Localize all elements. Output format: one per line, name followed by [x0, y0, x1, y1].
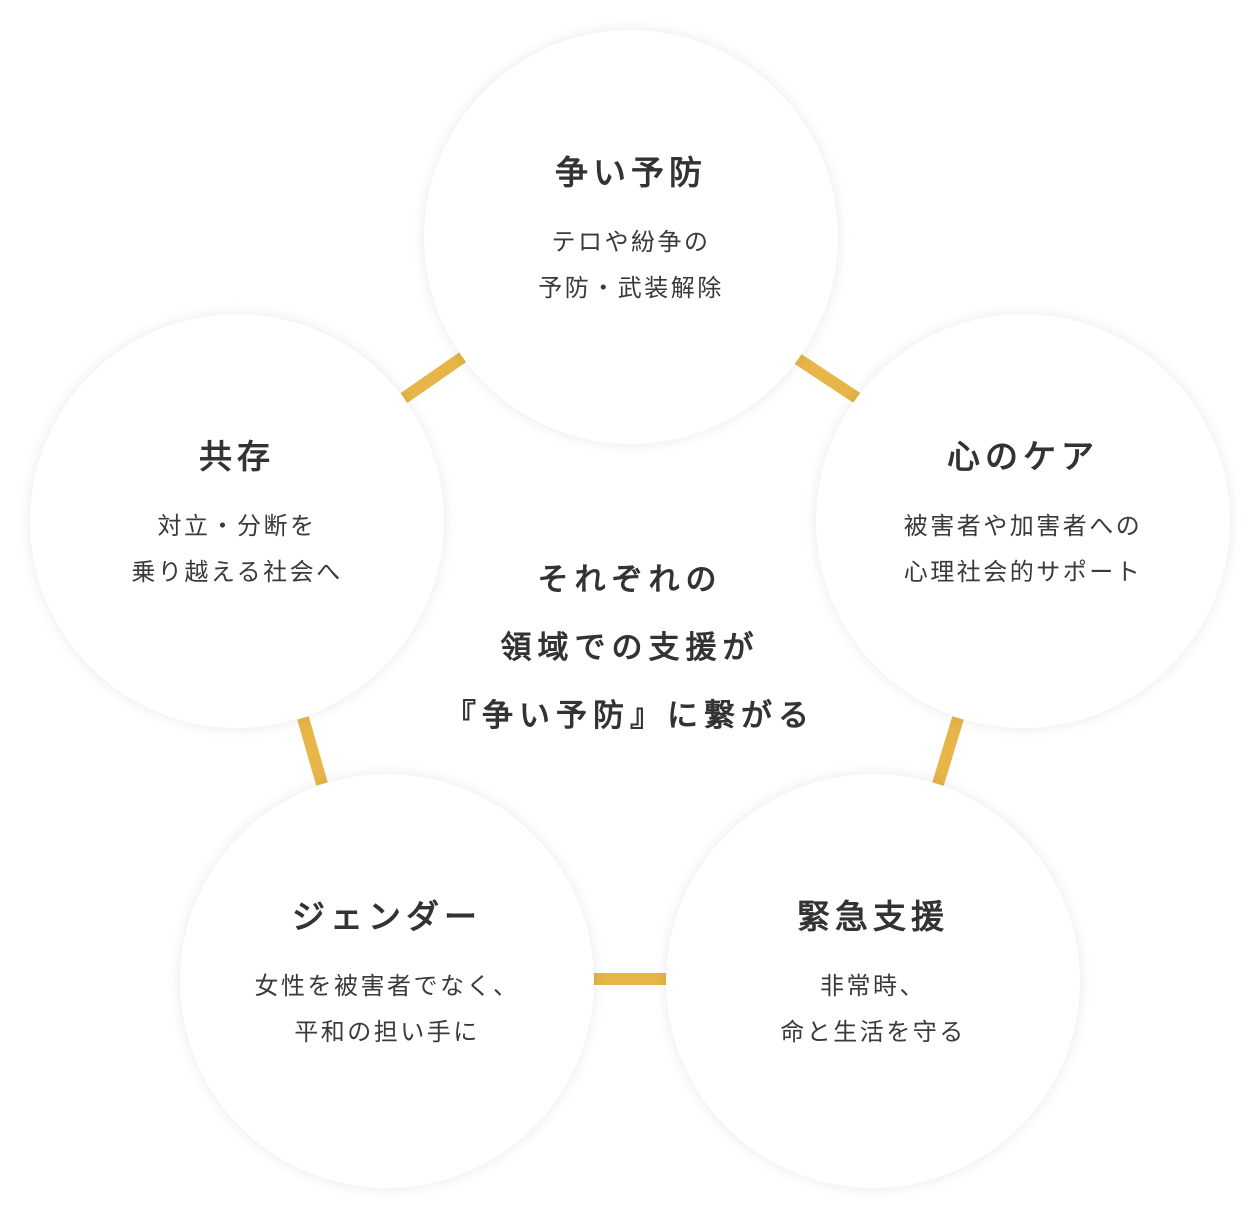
node-coexistence: 共存 対立・分断を 乗り越える社会へ — [30, 314, 444, 728]
node-title: ジェンダー — [292, 897, 482, 937]
node-prevention: 争い予防 テロや紛争の 予防・武装解除 — [424, 30, 838, 444]
center-message-line: 『争い予防』に繋がる — [445, 698, 815, 734]
node-description-line: 平和の担い手に — [294, 1017, 480, 1046]
node-description-line: 対立・分断を — [157, 511, 317, 540]
node-description: テロや紛争の 予防・武装解除 — [538, 219, 724, 311]
node-emergency: 緊急支援 非常時、 命と生活を守る — [666, 774, 1080, 1188]
connector-prevention-coexistence — [400, 352, 467, 403]
node-title: 心のケア — [947, 437, 1099, 477]
node-description-line: 非常時、 — [820, 971, 926, 1000]
node-description-line: 女性を被害者でなく、 — [254, 971, 520, 1000]
node-description-line: 予防・武装解除 — [538, 273, 724, 302]
center-message-line: 領域での支援が — [500, 630, 760, 666]
node-description-line: テロや紛争の — [551, 227, 711, 256]
node-title: 共存 — [199, 437, 275, 477]
node-description-line: 心理社会的サポート — [903, 557, 1143, 586]
node-description-line: 命と生活を守る — [780, 1017, 966, 1046]
node-description: 非常時、 命と生活を守る — [780, 963, 966, 1055]
node-gender: ジェンダー 女性を被害者でなく、 平和の担い手に — [180, 774, 594, 1188]
connector-mental-care-emergency — [932, 716, 964, 786]
node-description: 対立・分断を 乗り越える社会へ — [131, 503, 342, 595]
node-title: 緊急支援 — [797, 897, 949, 937]
center-message: それぞれの 領域での支援が 『争い予防』に繋がる — [430, 546, 830, 750]
connector-prevention-mental-care — [794, 353, 861, 404]
node-description: 被害者や加害者への 心理社会的サポート — [904, 503, 1143, 595]
node-description-line: 乗り越える社会へ — [131, 557, 343, 586]
node-mental-care: 心のケア 被害者や加害者への 心理社会的サポート — [816, 314, 1230, 728]
connector-coexistence-gender — [297, 716, 328, 786]
node-title: 争い予防 — [555, 153, 707, 193]
node-description: 女性を被害者でなく、 平和の担い手に — [255, 963, 520, 1055]
center-message-line: それぞれの — [537, 562, 723, 598]
node-description-line: 被害者や加害者への — [903, 511, 1143, 540]
